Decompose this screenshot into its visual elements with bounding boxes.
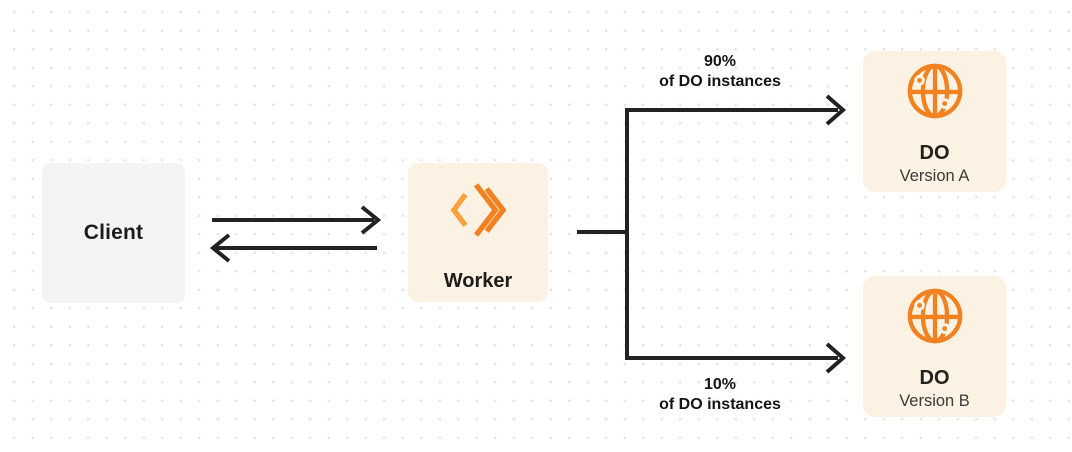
do-version-a-node: DO Version A: [863, 51, 1006, 192]
traffic-split-percent-10: 10%: [703, 376, 737, 393]
do-a-title: DO: [919, 142, 950, 164]
do-b-subtitle: Version B: [899, 392, 970, 410]
traffic-split-label-90: 90% of DO instances: [600, 52, 840, 92]
traffic-split-caption-90: of DO instances: [659, 73, 781, 90]
client-node: Client: [42, 163, 185, 303]
globe-icon: [906, 287, 964, 350]
globe-icon: [906, 62, 964, 125]
do-version-b-node: DO Version B: [863, 276, 1006, 417]
branch-trunk: [625, 108, 838, 360]
arrow-head-do-b: [825, 342, 847, 374]
arrow-head-do-a: [825, 94, 847, 126]
worker-node: Worker: [408, 163, 548, 302]
traffic-split-label-10: 10% of DO instances: [600, 375, 840, 415]
worker-to-client-arrow: [209, 233, 377, 263]
client-to-worker-arrow: [212, 205, 382, 235]
traffic-split-caption-10: of DO instances: [659, 396, 781, 413]
client-label: Client: [83, 221, 144, 244]
worker-label: Worker: [443, 270, 513, 292]
do-a-subtitle: Version A: [899, 167, 970, 185]
workers-icon: [450, 182, 507, 243]
traffic-split-percent-90: 90%: [703, 53, 737, 70]
do-b-title: DO: [919, 367, 950, 389]
